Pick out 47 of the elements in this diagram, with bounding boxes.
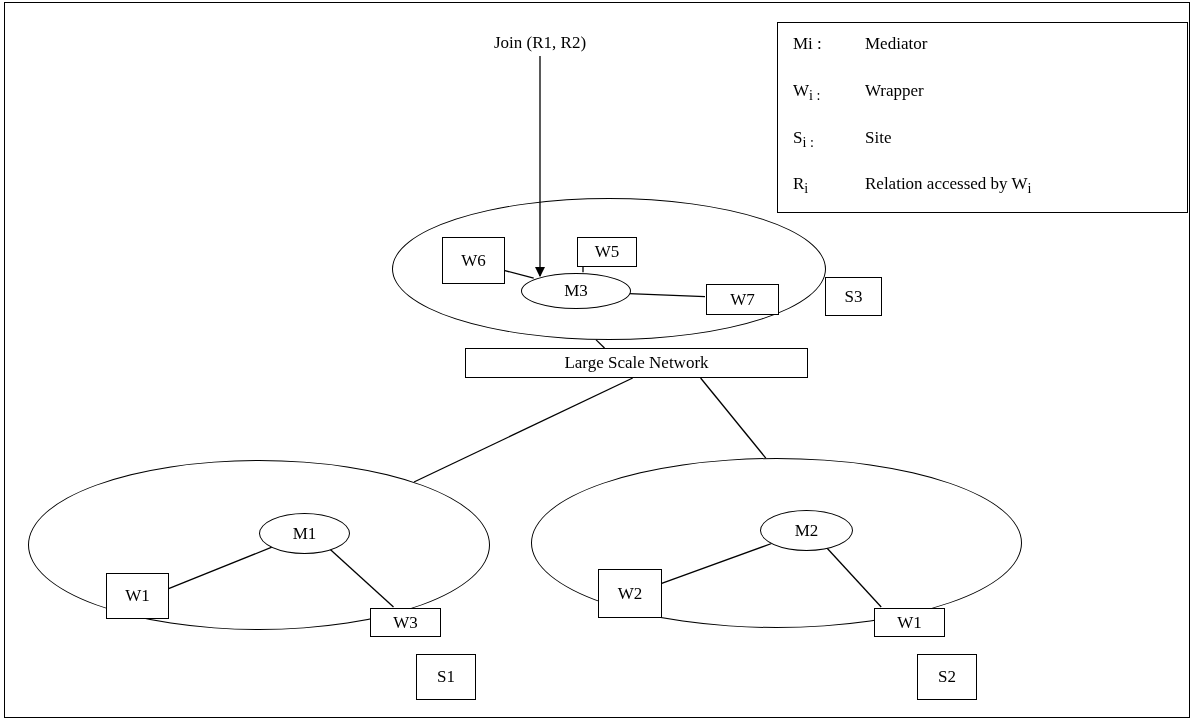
mediator-ellipse [259, 513, 350, 554]
wrapper-box [370, 608, 441, 637]
wrapper-box [442, 237, 505, 284]
node-label: S1 [437, 667, 455, 687]
query-label: Join (R1, R2) [493, 33, 587, 53]
connector-line [699, 377, 767, 459]
legend-symbol: R$_{i}$ [793, 174, 809, 198]
node-label: S3 [844, 286, 863, 307]
node-label: W6 [461, 250, 486, 271]
site-label-box [917, 654, 977, 700]
network-box [465, 348, 808, 378]
legend-description: Mediator [865, 34, 928, 54]
legend-description: Site [865, 128, 892, 148]
node-label: S2 [938, 667, 956, 687]
connector-line [826, 547, 882, 608]
node-label: W5 [594, 242, 620, 262]
node-label: W2 [617, 583, 643, 604]
node-label: M1 [292, 523, 317, 544]
connector-line [595, 339, 606, 349]
arrow [535, 55, 545, 278]
node-label: W7 [730, 289, 755, 310]
site-label-box [416, 654, 476, 700]
node-label: Large Scale Network [564, 353, 709, 373]
legend-description: Relation accessed by W$_{i}$ [865, 174, 1032, 198]
site-label-box [825, 277, 882, 316]
mediator-ellipse [760, 510, 853, 551]
node-label: W1 [897, 612, 922, 633]
wrapper-box [577, 237, 637, 267]
legend-symbol: Mi : [793, 34, 822, 54]
wrapper-box [874, 608, 945, 637]
legend-symbol: S$_{i :}$ [793, 128, 814, 152]
connector-line [582, 265, 584, 273]
wrapper-box [106, 573, 169, 619]
legend-description: Wrapper [865, 81, 924, 101]
mediator-ellipse [521, 273, 631, 309]
wrapper-box [598, 569, 662, 618]
node-label: W3 [393, 612, 418, 633]
connector-line [167, 546, 273, 590]
legend-symbol: W$_{i :}$ [793, 81, 821, 105]
node-label: W1 [125, 586, 150, 606]
node-label: M3 [564, 281, 588, 301]
connector-line [413, 377, 634, 483]
connector-line [329, 548, 395, 608]
connector-line [503, 269, 535, 279]
node-label: M2 [794, 520, 819, 541]
connector-line [660, 542, 773, 585]
wrapper-box [706, 284, 779, 315]
